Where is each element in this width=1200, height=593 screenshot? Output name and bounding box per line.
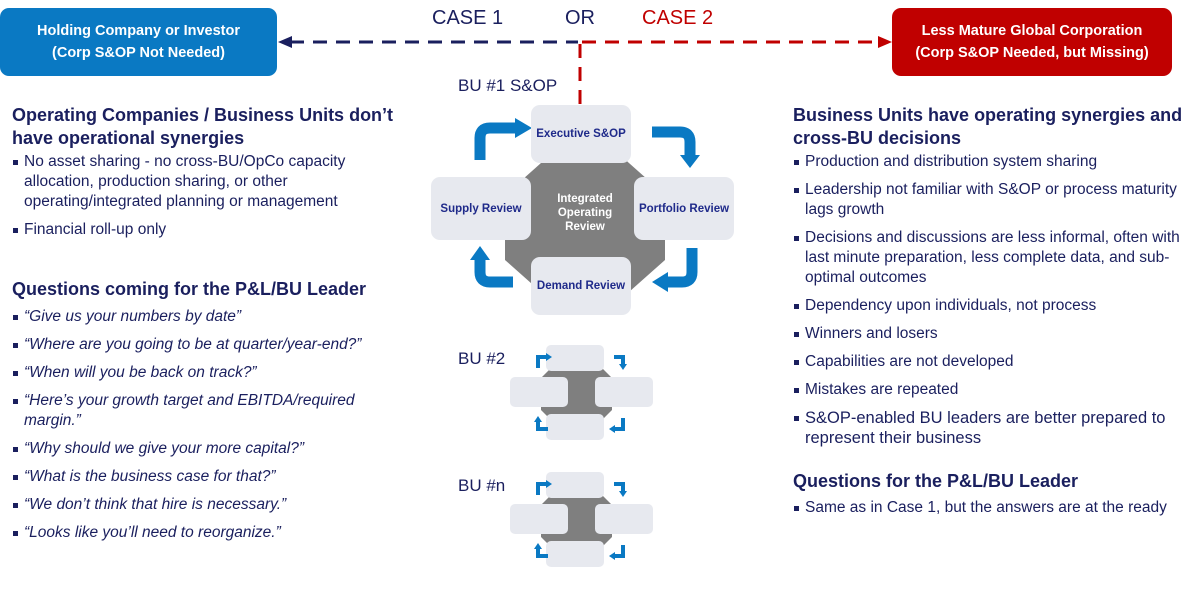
bu2-label: BU #2 <box>458 349 506 368</box>
bullet-item: “Why should we give your more capital?” <box>12 439 392 459</box>
bullet-item: “Looks like you’ll need to reorganize.” <box>12 523 392 543</box>
or-label: OR <box>565 7 595 29</box>
case1-arrowhead-icon <box>278 36 292 48</box>
integrated-operating-review-label: Integrated Operating Review <box>557 193 613 233</box>
case2-title: Less Mature Global Corporation <box>921 23 1143 39</box>
bullet-item: Winners and losers <box>793 324 1188 344</box>
case2-box: Less Mature Global Corporation (Corp S&O… <box>892 8 1172 76</box>
arrow-demand-to-supply-icon <box>474 260 513 288</box>
arrow-portfolio-to-demand-icon <box>668 248 698 288</box>
bun-cycle-diagram <box>510 472 653 567</box>
case2-label: CASE 2 <box>642 7 714 29</box>
executive-sop-box: Executive S&OP <box>531 105 631 163</box>
left-bullets-synergies: No asset sharing - no cross-BU/OpCo capa… <box>12 152 392 248</box>
case1-title: Holding Company or Investor <box>36 23 240 39</box>
portfolio-review-box: Portfolio Review <box>634 177 734 240</box>
right-bullets-synergies: Production and distribution system shari… <box>793 152 1188 456</box>
bu2-cycle-diagram <box>510 345 653 440</box>
bullet-item: “Give us your numbers by date” <box>12 307 392 327</box>
arrow-exec-to-portfolio-icon <box>652 126 696 155</box>
demand-review-box: Demand Review <box>531 257 631 315</box>
bullet-item: Mistakes are repeated <box>793 380 1188 400</box>
bullet-item: “When will you be back on track?” <box>12 363 392 383</box>
bullet-item: Dependency upon individuals, not process <box>793 296 1188 316</box>
bullet-item: Same as in Case 1, but the answers are a… <box>793 498 1173 518</box>
left-heading-questions: Questions coming for the P&L/BU Leader <box>12 279 367 299</box>
case2-arrowhead-icon <box>878 36 892 48</box>
case1-subtitle: (Corp S&OP Not Needed) <box>52 45 225 61</box>
right-heading-synergies: Business Units have operating synergies … <box>793 105 1183 148</box>
bullet-item: Decisions and discussions are less infor… <box>793 228 1188 288</box>
case1-box: Holding Company or Investor (Corp S&OP N… <box>0 8 277 76</box>
arrow-supply-to-exec-icon <box>474 122 515 160</box>
left-bullets-questions: “Give us your numbers by date” “Where ar… <box>12 307 392 551</box>
bullet-item: No asset sharing - no cross-BU/OpCo capa… <box>12 152 392 212</box>
case1-label: CASE 1 <box>432 7 504 29</box>
case2-subtitle: (Corp S&OP Needed, but Missing) <box>915 45 1149 61</box>
bullet-item: Leadership not familiar with S&OP or pro… <box>793 180 1188 220</box>
supply-review-box: Supply Review <box>431 177 531 240</box>
bullet-item: Production and distribution system shari… <box>793 152 1188 172</box>
bun-label: BU #n <box>458 476 506 495</box>
bullet-item: S&OP-enabled BU leaders are better prepa… <box>793 408 1188 448</box>
bullet-item: “Where are you going to be at quarter/ye… <box>12 335 392 355</box>
left-heading-synergies: Operating Companies / Business Units don… <box>12 105 394 148</box>
bullet-item: “Here’s your growth target and EBITDA/re… <box>12 391 392 431</box>
bullet-item: Capabilities are not developed <box>793 352 1188 372</box>
bullet-item: “What is the business case for that?” <box>12 467 392 487</box>
right-heading-questions: Questions for the P&L/BU Leader <box>793 471 1079 491</box>
bullet-item: Financial roll-up only <box>12 220 392 240</box>
bullet-item: “We don’t think that hire is necessary.” <box>12 495 392 515</box>
right-bullets-questions: Same as in Case 1, but the answers are a… <box>793 498 1173 526</box>
bu1-label: BU #1 S&OP <box>458 76 558 95</box>
